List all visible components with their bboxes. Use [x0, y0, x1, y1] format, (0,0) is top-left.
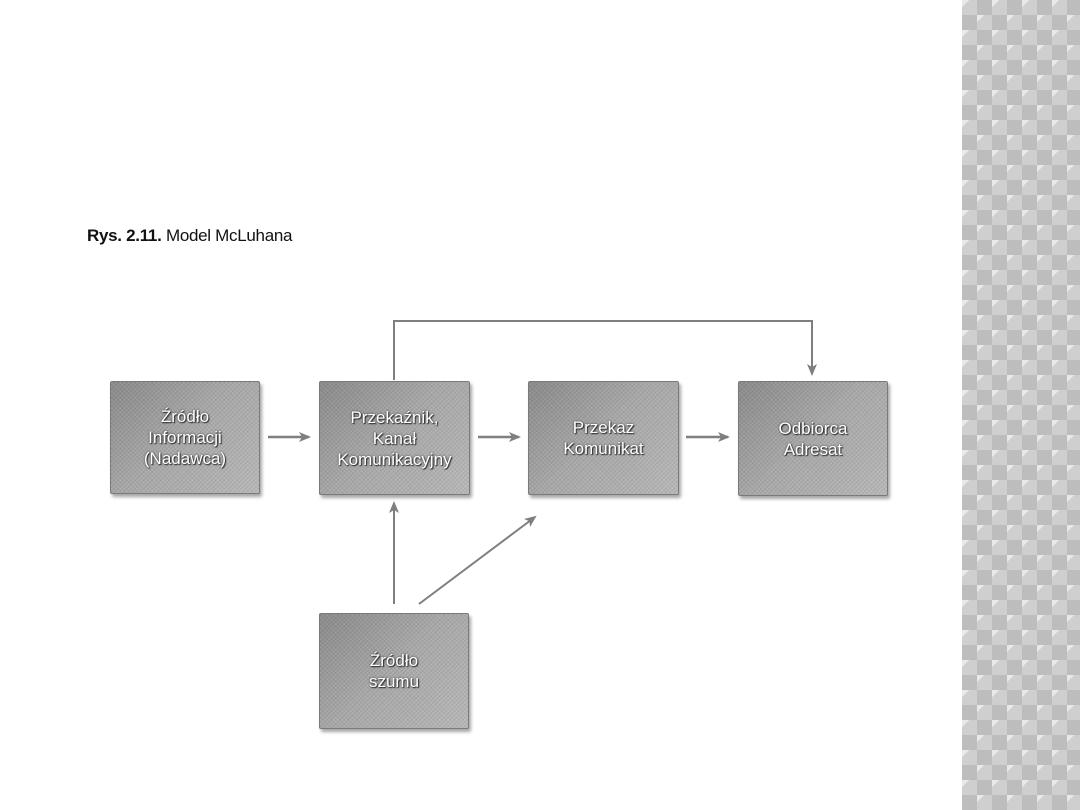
- node-receiver: Odbiorca Adresat: [738, 381, 888, 496]
- node-noise: Źródło szumu: [319, 613, 469, 729]
- node-channel: Przekaźnik, Kanał Komunikacyjny: [319, 381, 470, 495]
- node-source: Źródło Informacji (Nadawca): [110, 381, 260, 494]
- node-noise-label: Źródło szumu: [368, 651, 420, 691]
- node-message: Przekaz Komunikat: [528, 381, 679, 495]
- slide-canvas: Rys. 2.11. Model McLuhana Źródło Informa…: [87, 226, 888, 729]
- edge-channel-to-receiver: [393, 320, 817, 380]
- figure-number: Rys. 2.11.: [87, 226, 162, 245]
- figure-title: Model McLuhana: [165, 226, 293, 245]
- node-message-label: Przekaz Komunikat: [563, 418, 644, 458]
- figure-caption: Rys. 2.11. Model McLuhana: [87, 226, 292, 246]
- edge-noise-to-message: [418, 515, 537, 605]
- mcluhan-diagram: [268, 320, 817, 605]
- node-channel-label: Przekaźnik, Kanał Komunikacyjny: [337, 407, 452, 469]
- node-receiver-label: Odbiorca Adresat: [778, 418, 848, 459]
- node-source-label: Źródło Informacji (Nadawca): [143, 407, 227, 468]
- decorative-side-pattern: [962, 0, 1080, 810]
